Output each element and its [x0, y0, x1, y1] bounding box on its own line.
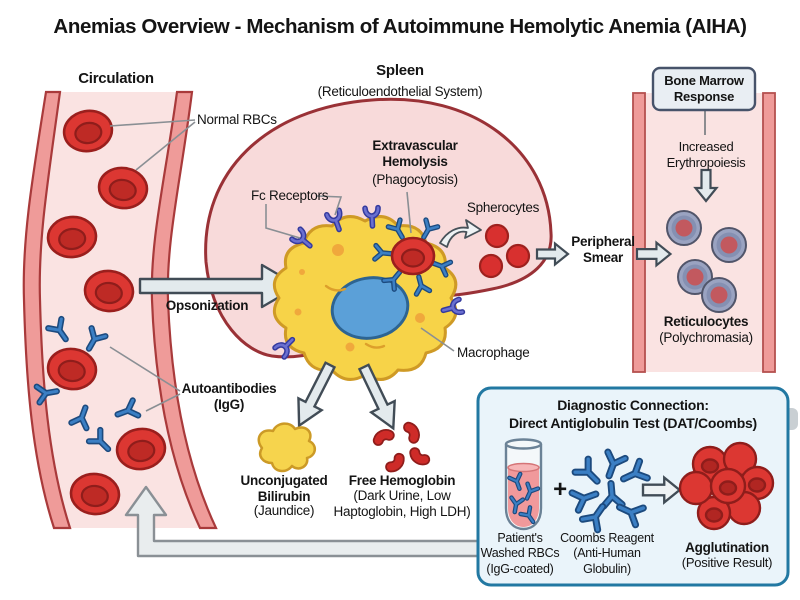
unconjugated-bilirubin-label: Unconjugated Bilirubin	[240, 473, 328, 505]
spleen-heading: Spleen	[376, 62, 424, 79]
patient-rbcs-label: Patient's Washed RBCs (IgG-coated)	[480, 531, 560, 576]
autoantibodies-label: Autoantibodies (IgG)	[181, 381, 277, 413]
spherocytes-label: Spherocytes	[466, 200, 540, 215]
phagocytosis-label: (Phagocytosis)	[372, 172, 458, 187]
normal-rbcs-label: Normal RBCs	[197, 112, 277, 127]
hemoglobin-bean	[377, 432, 389, 441]
normal-rbcs-pointer	[109, 119, 196, 127]
jaundice-label: (Jaundice)	[253, 503, 315, 518]
marrow-wall-left	[632, 92, 646, 373]
free-hemoglobin-sub-label: (Dark Urine, Low Haptoglobin, High LDH)	[333, 488, 471, 520]
hemoglobin-bean	[408, 426, 417, 438]
plus-sign: +	[553, 476, 567, 503]
macrophage-pointer	[420, 327, 455, 352]
increased-erythropoiesis-label: Increased Erythropoiesis	[666, 139, 746, 170]
free-hemoglobin-label: Free Hemoglobin	[348, 473, 456, 488]
polychromasia-label: (Polychromasia)	[659, 330, 753, 345]
positive-result-label: (Positive Result)	[681, 555, 773, 570]
circulation-heading: Circulation	[78, 70, 154, 87]
spherocyte	[505, 243, 531, 269]
reticulocyte	[711, 227, 747, 263]
pointer-lines	[109, 119, 455, 412]
fc-receptors-pointer	[265, 204, 301, 239]
agglutination-cluster	[678, 441, 775, 531]
spherocyte	[484, 223, 510, 249]
reticulocyte	[701, 277, 737, 313]
macrophage-label: Macrophage	[457, 345, 530, 360]
bone-marrow-column	[632, 92, 776, 373]
fc-receptors-pointer	[316, 195, 343, 216]
macrophage-texture	[324, 284, 386, 349]
to-bilirubin-arrow	[286, 357, 343, 433]
hemoglobin-bean	[391, 458, 401, 469]
marrow-wall-right	[762, 92, 776, 373]
fc-receptors-label: Fc Receptors	[251, 188, 329, 203]
hemoglobin-bean	[413, 453, 425, 462]
normal-rbcs-pointer	[135, 121, 196, 171]
coombs-reagent-label: Coombs Reagent (Anti-Human Globulin)	[560, 531, 654, 576]
vessel-wall-left	[22, 90, 72, 530]
macrophage-nucleus	[330, 276, 410, 340]
opsonization-label: Opsonization	[165, 298, 249, 313]
autoantibodies-pointer	[109, 346, 181, 392]
bone-marrow-response-box	[651, 66, 757, 112]
diagnostic-title: Diagnostic Connection: Direct Antiglobul…	[509, 397, 757, 432]
spherocyte	[478, 253, 504, 279]
page-title: Anemias Overview - Mechanism of Autoimmu…	[53, 15, 747, 38]
reticulocyte	[666, 210, 702, 246]
reticulocytes-label: Reticulocytes	[663, 314, 749, 329]
peripheral-smear-label: Peripheral Smear	[571, 234, 635, 266]
diagnostic-box	[476, 386, 790, 587]
test-tube-icon	[504, 438, 543, 531]
bilirubin-blob	[257, 422, 316, 473]
spleen-subheading: (Reticuloendothelial System)	[317, 84, 483, 99]
extravascular-hemolysis-label: Extravascular Hemolysis	[372, 138, 458, 170]
feedback-arrow	[124, 485, 486, 558]
agglutination-label: Agglutination	[685, 540, 769, 555]
bone-marrow-response-label: Bone Marrow Response	[664, 73, 744, 104]
macrophage-granules	[294, 244, 425, 352]
engulfed-rbc	[375, 220, 451, 294]
extravascular-pointer	[406, 191, 412, 234]
phagocytosis-to-spherocytes-arrow	[439, 219, 482, 248]
vessel-wall-right	[150, 90, 218, 530]
autoantibodies-pointer	[145, 393, 181, 412]
